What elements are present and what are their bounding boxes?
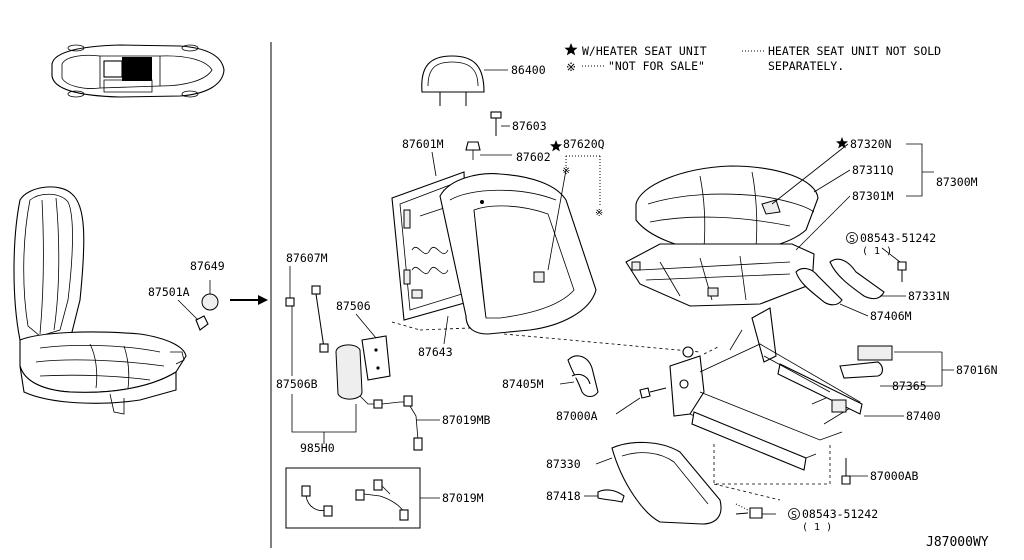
label-08543-upper: 08543-51242 [860, 231, 936, 245]
screw-lower-illustration: S [735, 503, 800, 521]
legend-nfs-text: "NOT FOR SALE" [608, 59, 705, 73]
car-top-view-icon [51, 44, 225, 98]
guide-87607M-illustration [285, 266, 329, 353]
label-86400: 86400 [511, 63, 546, 77]
bolt-87000AB-illustration [841, 458, 868, 485]
label-87000AB: 87000AB [870, 469, 919, 483]
label-87602: 87602 [516, 150, 551, 164]
label-87016N: 87016N [956, 363, 998, 377]
label-87601M: 87601M [402, 137, 444, 151]
star-icon [564, 43, 578, 56]
star-icon [550, 140, 562, 152]
label-87331N: 87331N [908, 289, 950, 303]
asterisk-icon: ※ [566, 60, 576, 74]
label-87301M: 87301M [852, 189, 894, 203]
seatback-cover-illustration [439, 169, 597, 335]
seat-cushion-illustration [625, 165, 819, 307]
harness-87019M-illustration [301, 479, 440, 521]
label-87000A: 87000A [556, 409, 598, 423]
label-87649: 87649 [190, 259, 225, 273]
seat-adjuster-illustration [669, 307, 904, 501]
label-87330: 87330 [546, 457, 581, 471]
label-87406M: 87406M [870, 309, 912, 323]
bolt-87603-illustration [490, 111, 510, 136]
label-08543-lower: 08543-51242 [802, 507, 878, 521]
label-87365: 87365 [892, 379, 927, 393]
label-87506B: 87506B [276, 377, 318, 391]
direction-arrow-icon [230, 295, 268, 305]
clip-87602-illustration [465, 141, 512, 160]
label-87400: 87400 [906, 409, 941, 423]
legend-note-line2: SEPARATELY. [768, 59, 844, 73]
label-985H0: 985H0 [300, 441, 335, 455]
bracket-87405M-illustration [559, 355, 599, 398]
label-87019M: 87019M [442, 491, 484, 505]
label-87501A: 87501A [148, 285, 190, 299]
label-87418: 87418 [546, 489, 581, 503]
label-87603: 87603 [512, 119, 547, 133]
heater-unit-87506-illustration [335, 313, 440, 451]
side-trim-illustration [795, 258, 906, 317]
asterisk-icon: ※ [562, 166, 570, 177]
label-87311Q: 87311Q [852, 163, 894, 177]
label-87405M: 87405M [502, 377, 544, 391]
diagram-id: J87000WY [926, 535, 989, 550]
legend-star-text: W/HEATER SEAT UNIT [582, 44, 707, 58]
label-08543-upper-qty: ( 1 ) [862, 246, 892, 257]
label-87643: 87643 [418, 345, 453, 359]
star-icon [836, 137, 848, 149]
svg-text:S: S [791, 510, 797, 521]
label-87506: 87506 [336, 299, 371, 313]
label-87019MB: 87019MB [442, 413, 491, 427]
svg-text:S: S [849, 234, 855, 245]
label-87300M: 87300M [936, 175, 978, 189]
label-87620Q: 87620Q [563, 137, 605, 151]
legend-note-line1: HEATER SEAT UNIT NOT SOLD [768, 44, 941, 58]
lever-87016N-illustration [839, 345, 954, 387]
label-87607M: 87607M [286, 251, 328, 265]
recliner-knob-illustration [177, 280, 219, 331]
legend: W/HEATER SEAT UNIT HEATER SEAT UNIT NOT … [564, 43, 941, 74]
label-08543-lower-qty: ( 1 ) [802, 522, 832, 533]
screw-upper-illustration: S [846, 232, 907, 282]
headrest-illustration [421, 55, 508, 106]
complete-seat-illustration [13, 186, 187, 415]
label-87320N: 87320N [850, 137, 892, 151]
asterisk-icon: ※ [595, 208, 603, 219]
bolt-87000A-illustration [615, 387, 667, 415]
side-cover-87330-illustration [584, 441, 722, 525]
